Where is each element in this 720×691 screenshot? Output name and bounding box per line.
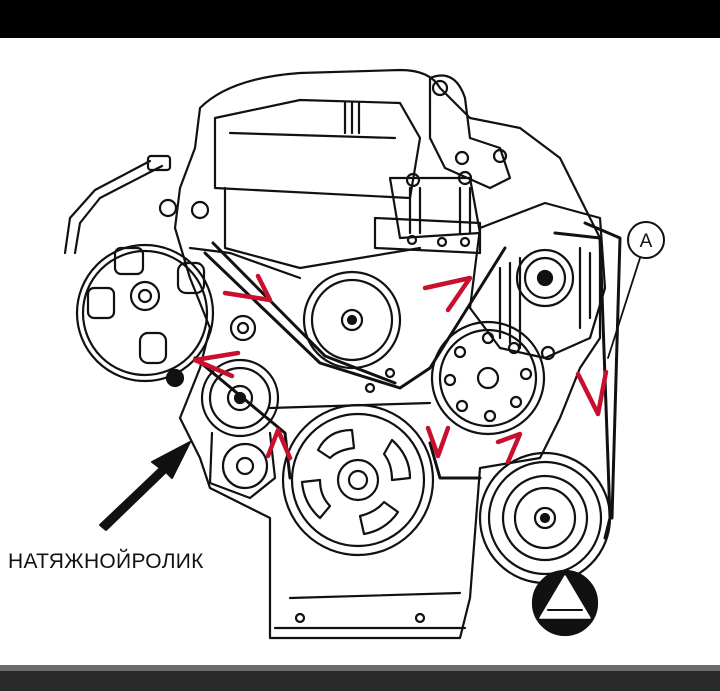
red-arrow-7 bbox=[575, 369, 609, 417]
tensioner-label: НАТЯЖНОЙРОЛИК bbox=[8, 550, 204, 573]
engine-belt-diagram: A bbox=[63, 68, 665, 640]
belt-direction-arrows bbox=[192, 273, 609, 465]
small-idler-left bbox=[229, 314, 257, 342]
diagram-canvas: A НАТЯЖНОЙРОЛИК bbox=[0, 38, 720, 665]
top-black-bar bbox=[0, 0, 720, 38]
red-arrow-4 bbox=[265, 427, 293, 461]
callout-a: A bbox=[607, 221, 665, 359]
bottom-strip bbox=[0, 665, 720, 671]
red-arrow-5 bbox=[425, 425, 451, 459]
tensioner-pulley bbox=[200, 358, 280, 500]
engine-block bbox=[173, 68, 602, 640]
callout-a-letter: A bbox=[640, 231, 653, 252]
red-arrow-3 bbox=[192, 350, 241, 379]
ac-compressor-pulley bbox=[478, 451, 612, 585]
idler-pulley-upper bbox=[302, 270, 402, 370]
crankshaft-pulley bbox=[281, 403, 435, 557]
bottom-bar bbox=[0, 665, 720, 691]
red-arrow-2 bbox=[422, 275, 473, 313]
watermark-logo bbox=[531, 569, 599, 637]
water-pump-pulley bbox=[430, 320, 556, 436]
power-steering-pump bbox=[63, 154, 215, 388]
tensioner-pointer-arrow bbox=[99, 441, 191, 531]
alternator bbox=[468, 201, 607, 360]
red-arrow-6 bbox=[495, 431, 523, 465]
red-arrow-1 bbox=[222, 273, 273, 303]
